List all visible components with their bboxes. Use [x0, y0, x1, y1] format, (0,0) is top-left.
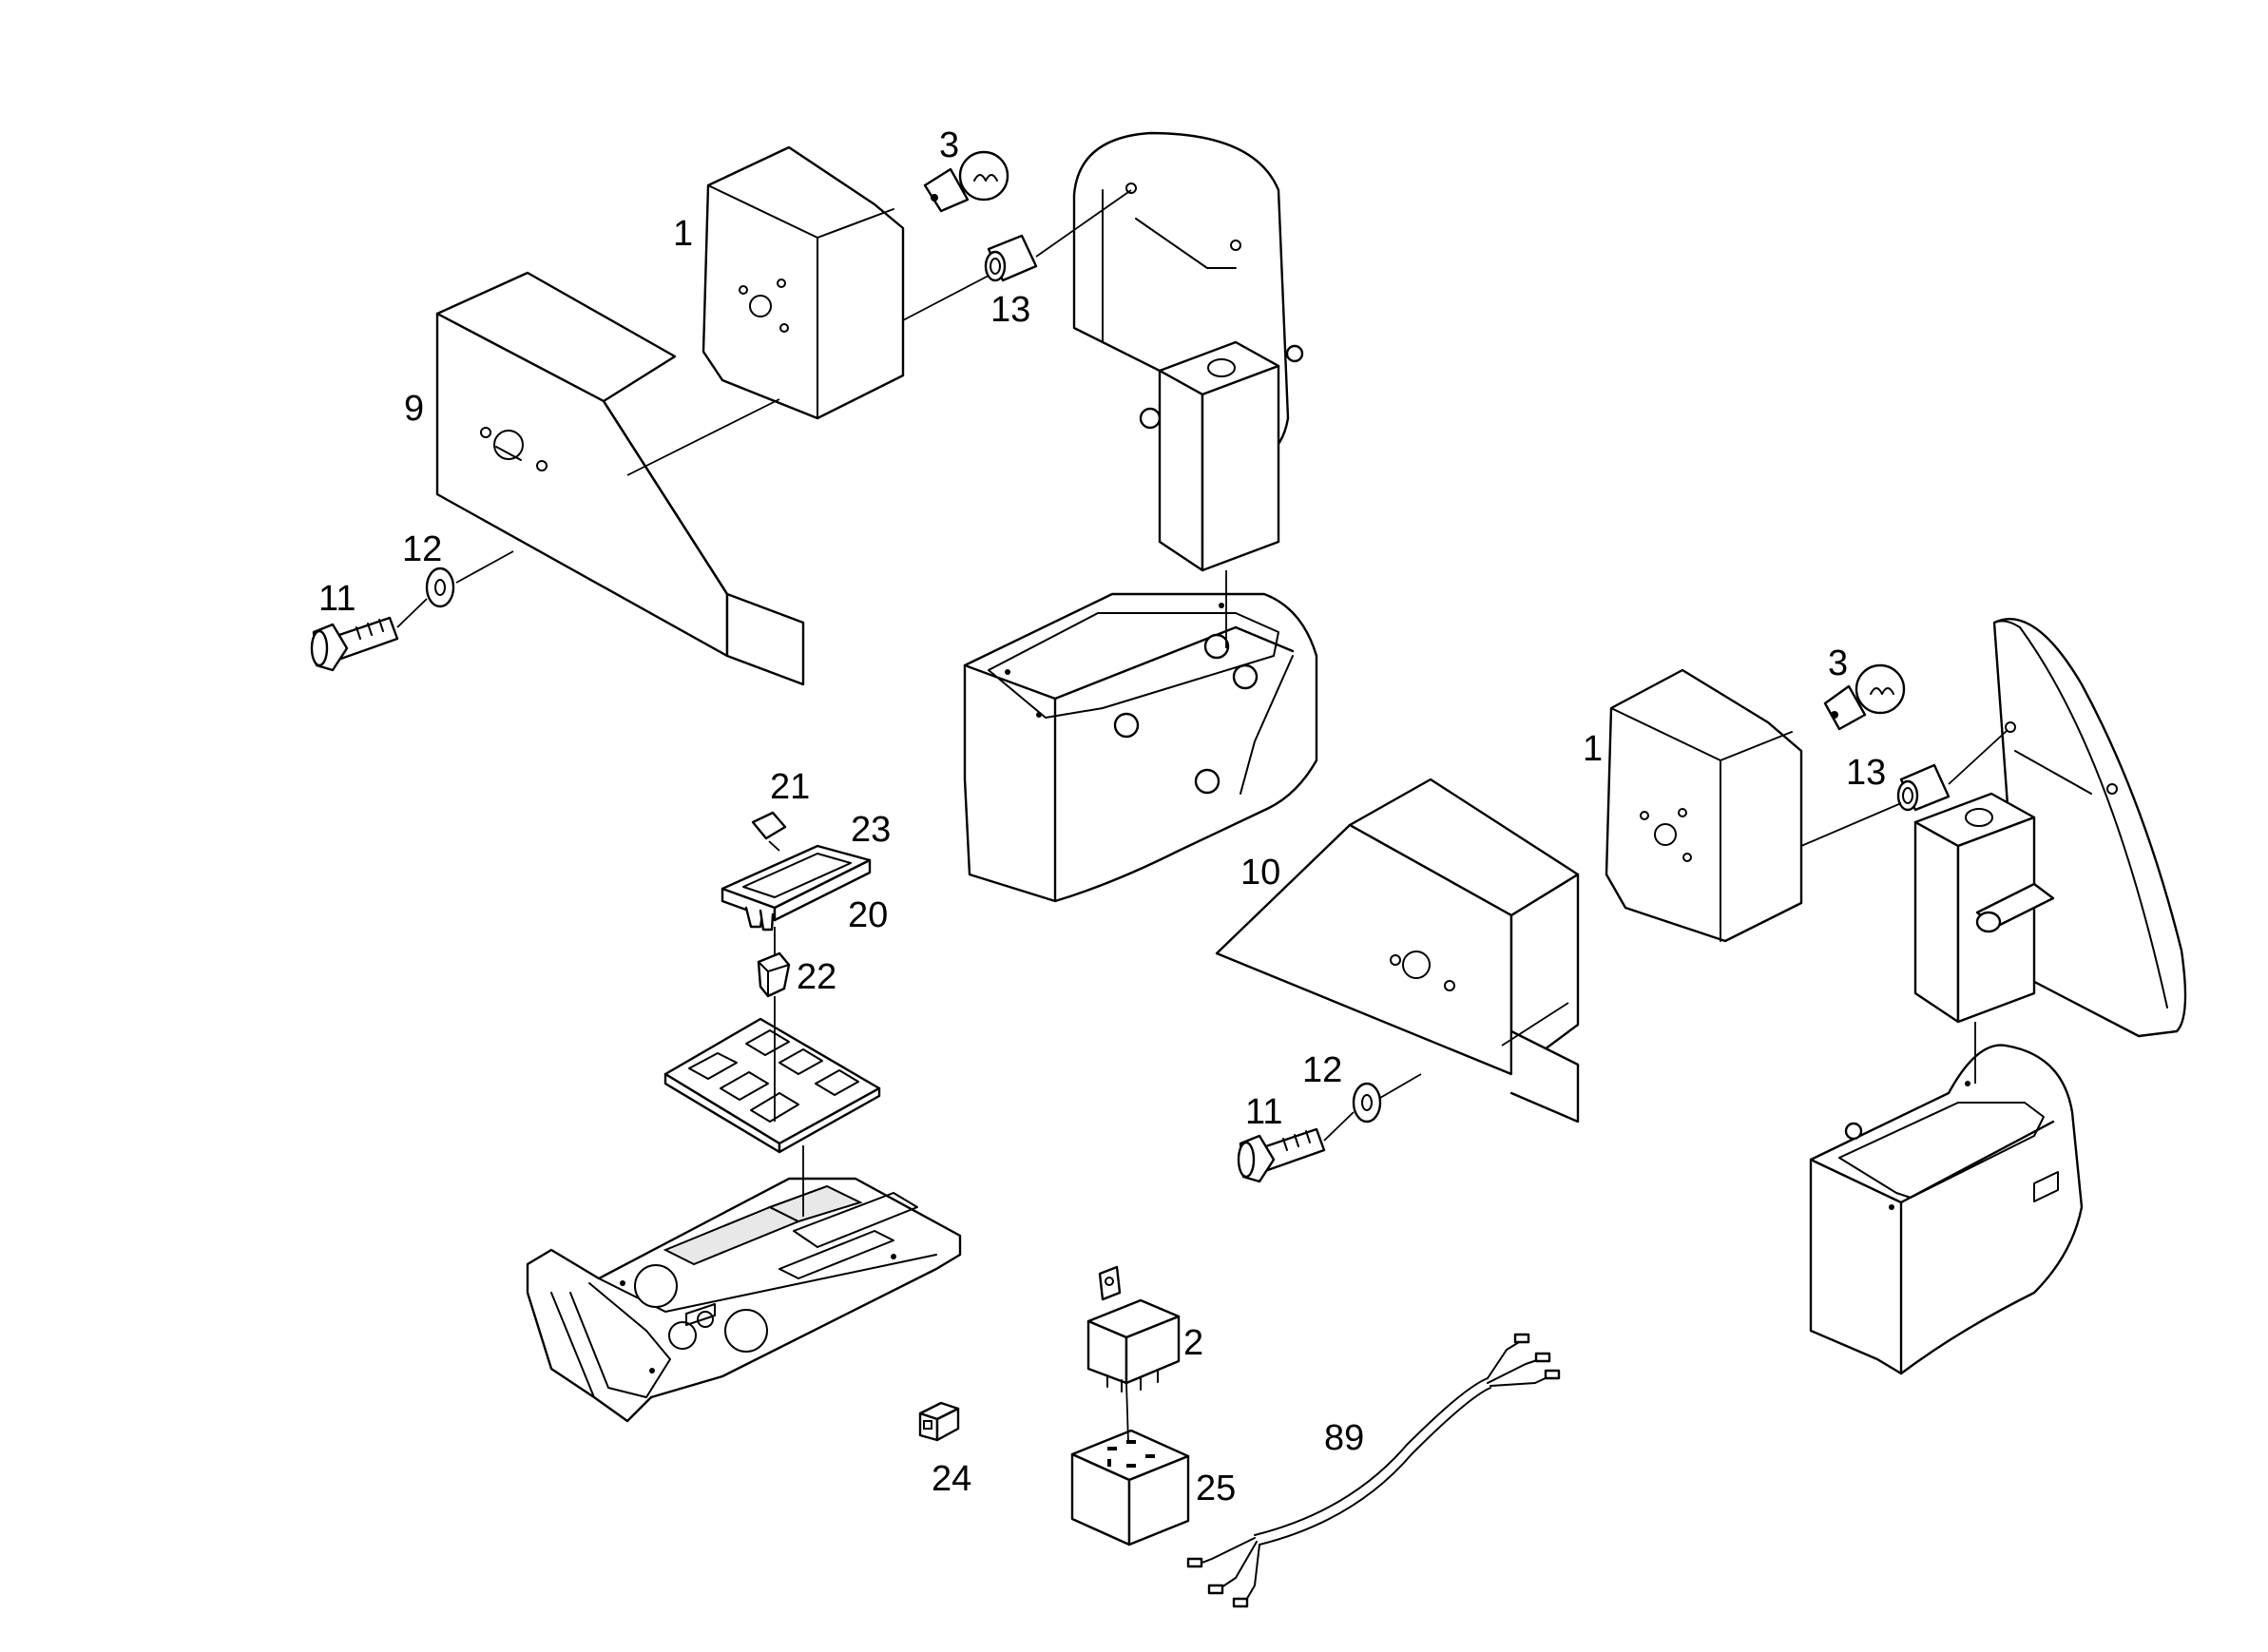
connector-part-24 — [918, 1401, 960, 1442]
wire-harness-part-89 — [1186, 1333, 1561, 1608]
callout-1-upper: 1 — [673, 214, 693, 254]
plug-part-22 — [757, 951, 791, 998]
callout-20: 20 — [848, 895, 888, 935]
callout-3-upper: 3 — [939, 125, 959, 165]
callout-13-upper: 13 — [990, 290, 1030, 330]
callout-11-lower: 11 — [1245, 1092, 1282, 1132]
bulb-part-3-upper — [923, 150, 1009, 213]
callout-1-lower: 1 — [1583, 729, 1603, 769]
spacer-part-13-upper — [984, 234, 1038, 282]
washer-part-12-lower — [1352, 1082, 1382, 1124]
lamp-housing-part-1-lower — [1605, 668, 1803, 943]
callout-2: 2 — [1183, 1323, 1203, 1363]
callout-25: 25 — [1196, 1469, 1236, 1508]
relay-part-2 — [1086, 1265, 1181, 1393]
switch-panel-plate — [663, 1017, 881, 1154]
bolt-part-11-lower — [1237, 1127, 1326, 1183]
callout-89: 89 — [1324, 1418, 1364, 1458]
dashboard-base — [526, 1177, 962, 1423]
callout-11-upper: 11 — [318, 579, 356, 619]
callout-10: 10 — [1240, 853, 1280, 893]
callout-24: 24 — [932, 1459, 971, 1499]
lamp-socket-block-lower — [1913, 792, 2055, 1024]
callout-12-upper: 12 — [402, 529, 442, 569]
assembly-lines — [396, 189, 2009, 1444]
bracket-part-9 — [435, 271, 805, 686]
lamp-socket-block-upper — [1158, 340, 1280, 572]
callout-9: 9 — [404, 389, 424, 429]
housing-cover-upper-left — [963, 592, 1318, 903]
housing-cover-lower-right — [1809, 1044, 2084, 1375]
lamp-housing-part-1-upper — [702, 145, 905, 420]
relay-socket-part-25 — [1070, 1429, 1190, 1546]
callout-22: 22 — [797, 957, 836, 997]
mounting-plate-lower — [1992, 618, 2187, 1038]
callout-12-lower: 12 — [1302, 1050, 1342, 1090]
cap-part-21 — [751, 811, 787, 840]
callout-labels: 1 3 13 9 12 11 21 23 20 22 1 3 13 10 12 … — [318, 125, 1886, 1508]
callout-21: 21 — [770, 767, 810, 807]
bracket-part-10 — [1215, 778, 1580, 1124]
spacer-part-13-lower — [1896, 763, 1951, 812]
callout-3-lower: 3 — [1828, 644, 1848, 683]
bolt-part-11-upper — [310, 616, 399, 672]
bulb-part-3-lower — [1823, 663, 1906, 731]
callout-23: 23 — [851, 810, 891, 850]
callout-13-lower: 13 — [1846, 753, 1886, 793]
washer-part-12-upper — [425, 567, 455, 608]
switch-frame-part-20-23 — [721, 844, 872, 932]
